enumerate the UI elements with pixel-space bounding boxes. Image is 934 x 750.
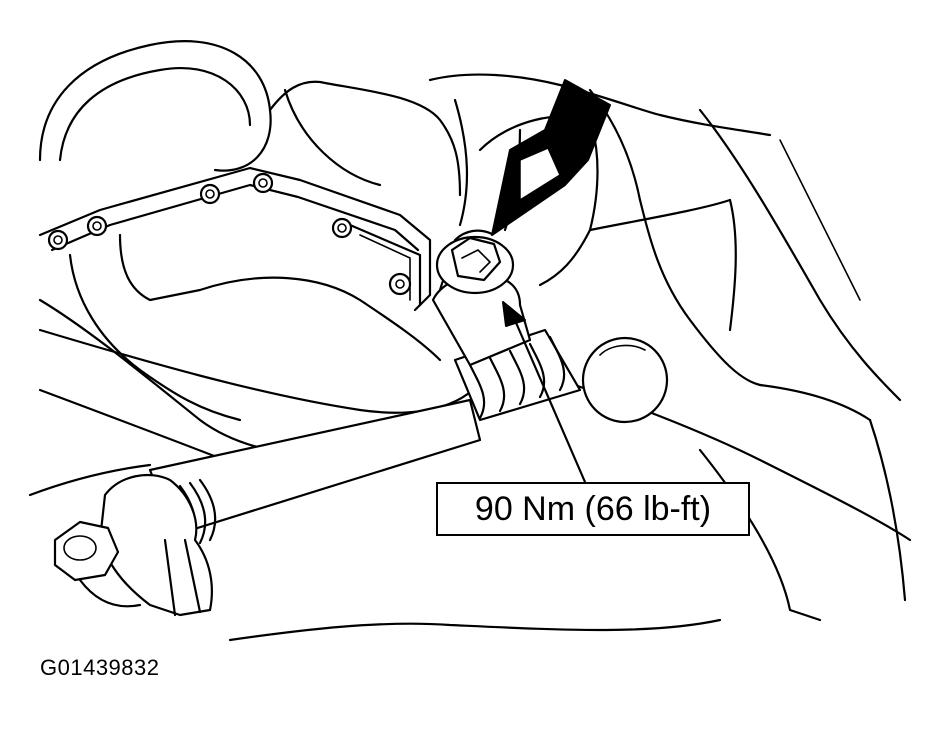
- pan-bolt-icon: [199, 183, 221, 205]
- pan-bolt-icon: [252, 172, 274, 194]
- figure-id-label: G01439832: [40, 655, 160, 680]
- callout-leader: [502, 301, 587, 484]
- torque-callout: 90 Nm (66 lb-ft): [436, 482, 750, 536]
- pan-bolt-icon: [388, 272, 412, 296]
- tie-rod-end: [53, 473, 213, 617]
- oil-pan-bolts: [47, 172, 412, 296]
- ball-joint-housing: [581, 336, 669, 424]
- torque-spec-label: 90 Nm (66 lb-ft): [474, 489, 712, 528]
- tie-rod-nut-icon: [435, 229, 515, 295]
- pan-bolt-icon: [47, 229, 69, 251]
- indicator-arrow-icon: [491, 79, 611, 236]
- pan-bolt-icon: [331, 217, 353, 239]
- pan-bolt-icon: [86, 215, 108, 237]
